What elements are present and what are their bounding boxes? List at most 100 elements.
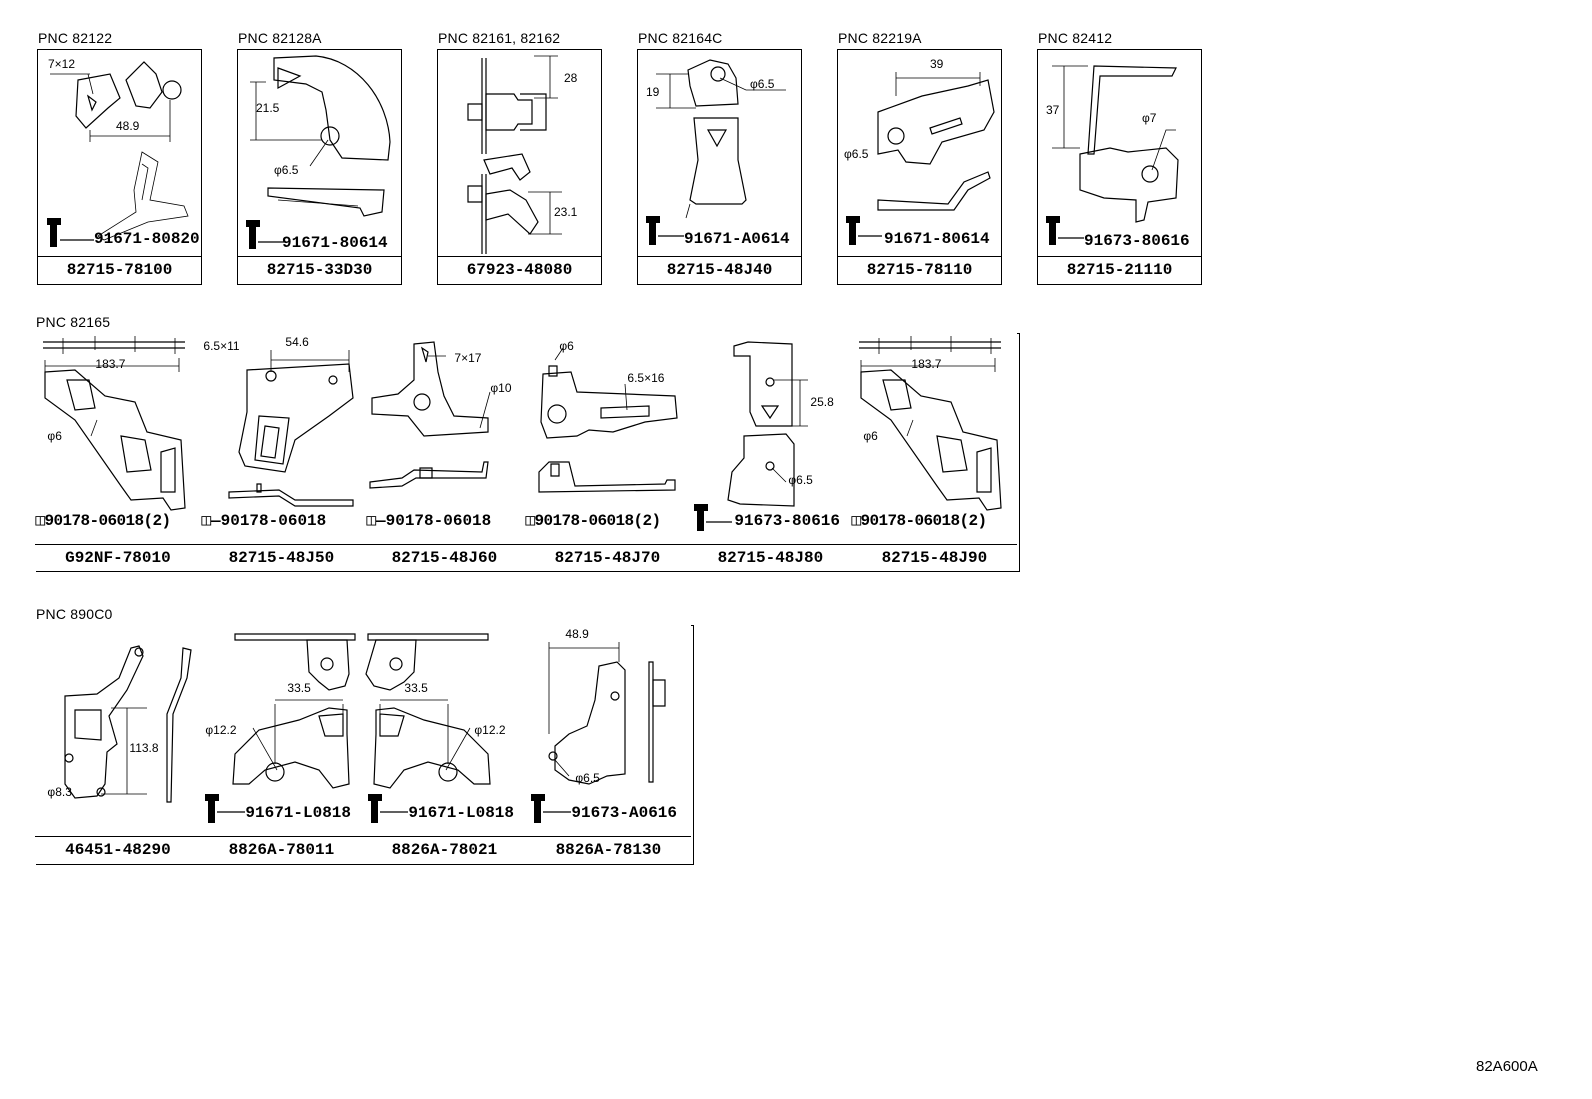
part-cell[interactable]: 48.9 φ6.5 91673-A0616 8826A-78130 — [525, 624, 692, 865]
part-cell[interactable]: 39 φ6.5 91671-80614 82715-78110 — [837, 49, 1002, 285]
dimension-label: φ6 — [559, 339, 574, 354]
pnc-label: PNC 82165 — [36, 314, 111, 330]
dimension-label: φ12.2 — [205, 723, 237, 738]
bracket-drawing — [646, 59, 786, 245]
fastener-label: 90178-06018(2) — [860, 512, 987, 531]
part-cell[interactable]: 183.7 φ6 ◫90178-06018(2) 82715-48J90 — [851, 332, 1018, 572]
part-cell[interactable]: 6.5×11 54.6 ◫—90178-06018 82715-48J50 — [199, 332, 365, 572]
fastener-part-number: 91673-80616 — [1084, 232, 1190, 250]
part-number: 82715-33D30 — [238, 256, 401, 284]
dimension-label: φ12.2 — [474, 723, 506, 738]
bolt-icon — [531, 794, 546, 824]
dimension-label: φ6.5 — [750, 77, 775, 91]
part-cell[interactable]: 21.5 φ6.5 91671-80614 82715-33D30 — [237, 49, 402, 285]
part-number: 82715-48J90 — [851, 544, 1018, 571]
fastener-label: 90178-06018 — [220, 512, 327, 531]
bolt-icon — [846, 216, 860, 245]
bracket-drawing — [1046, 65, 1179, 245]
fastener-part-number: ◫90178-06018(2) — [851, 512, 987, 531]
bracket-drawing — [246, 55, 391, 249]
dimension-label: 28 — [564, 71, 578, 85]
dimension-label: 39 — [930, 57, 944, 71]
bracket-drawing — [365, 633, 492, 824]
bracket-drawing — [694, 341, 809, 532]
dimension-label: 23.1 — [554, 205, 578, 219]
fastener-part-number: 91671-80820 — [94, 230, 200, 248]
nut-icon: ◫— — [366, 512, 386, 531]
dimension-label: 54.6 — [285, 335, 309, 350]
dimension-label: 113.8 — [129, 741, 159, 756]
dimension-label: φ8.3 — [47, 785, 72, 800]
dimension-label: φ7 — [1142, 111, 1157, 125]
dimension-label: φ6.5 — [274, 163, 299, 177]
dimension-label: 7×12 — [48, 57, 76, 71]
dimension-label: 37 — [1046, 103, 1060, 117]
illustration-code: 82A600A — [1476, 1058, 1538, 1075]
clamp-drawing — [467, 55, 562, 254]
nut-icon: ◫— — [201, 512, 221, 531]
dimension-label: 183.7 — [95, 357, 126, 372]
dimension-label: 48.9 — [565, 627, 589, 642]
fastener-part-number: ◫90178-06018(2) — [35, 512, 171, 531]
fastener-label: 90178-06018(2) — [534, 512, 661, 531]
bracket-drawing — [538, 348, 679, 494]
fastener-part-number: ◫—90178-06018 — [201, 512, 326, 530]
part-cell[interactable]: 183.7 φ6 ◫90178-06018(2) G92NF-78010 — [35, 332, 202, 572]
dimension-label: 33.5 — [404, 681, 428, 696]
dimension-label: 25.8 — [810, 395, 834, 410]
part-cell[interactable]: 113.8 φ8.3 46451-48290 — [35, 624, 202, 865]
fastener-label: 90178-06018 — [385, 512, 492, 531]
fastener-part-number: 91671-A0614 — [684, 230, 790, 248]
nut-icon: ◫ — [851, 512, 861, 531]
part-number: 67923-48080 — [438, 256, 601, 284]
dimension-label: φ10 — [490, 381, 512, 396]
fastener-part-number: 91671-80614 — [282, 234, 388, 252]
part-number: 82715-78110 — [838, 256, 1001, 284]
part-number: 82715-48J70 — [525, 544, 690, 571]
bracket-drawing — [47, 61, 189, 247]
fastener-part-number: 91673-A0616 — [571, 804, 678, 823]
pnc-label: PNC 82128A — [238, 30, 322, 46]
part-cell[interactable]: 7×12 48.9 91671-80820 82715-78100 — [37, 49, 202, 285]
part-number: 82715-48J60 — [362, 544, 527, 571]
bolt-icon — [646, 216, 660, 245]
part-cell[interactable]: 28 23.1 67923-48080 — [437, 49, 602, 285]
bracket-drawing — [205, 633, 356, 824]
nut-icon: ◫ — [525, 512, 535, 531]
part-cell[interactable]: 19 φ6.5 91671-A0614 82715-48J40 — [637, 49, 802, 285]
bolt-icon — [47, 218, 61, 247]
dimension-label: 183.7 — [911, 357, 942, 372]
part-cell[interactable]: 37 φ7 91673-80616 82715-21110 — [1037, 49, 1202, 285]
bracket-drawing — [228, 350, 355, 508]
pnc-label: PNC 82161, 82162 — [438, 30, 561, 46]
part-table: 113.8 φ8.3 46451-48290 33.5 φ12.2 91671-… — [35, 624, 694, 865]
bracket-drawing — [43, 336, 187, 512]
dimension-label: 21.5 — [256, 101, 280, 115]
part-number: 82715-21110 — [1038, 256, 1201, 284]
part-number: 82715-48J40 — [638, 256, 801, 284]
pnc-label: PNC 82412 — [1038, 30, 1113, 46]
bolt-icon — [1046, 216, 1060, 245]
dimension-label: φ6.5 — [575, 771, 600, 786]
part-cell[interactable]: 33.5 φ12.2 91671-L0818 8826A-78021 — [362, 624, 528, 865]
fastener-part-number: 91673-80616 — [734, 512, 841, 531]
part-cell[interactable]: 7×17 φ10 ◫—90178-06018 82715-48J60 — [362, 332, 528, 572]
fastener-label: 90178-06018(2) — [44, 512, 171, 531]
fastener-part-number: ◫90178-06018(2) — [525, 512, 661, 531]
dimension-label: 7×17 — [454, 351, 482, 366]
part-number: 8826A-78011 — [199, 836, 364, 864]
dimension-label: 6.5×16 — [627, 371, 665, 386]
pnc-label: PNC 82219A — [838, 30, 922, 46]
part-number: 46451-48290 — [35, 836, 201, 864]
dimension-label: 33.5 — [287, 681, 311, 696]
fastener-part-number: 91671-L0818 — [408, 804, 515, 823]
bolt-icon — [694, 504, 709, 532]
part-number: 82715-78100 — [38, 256, 201, 284]
part-cell[interactable]: φ6 6.5×16 ◫90178-06018(2) 82715-48J70 — [525, 332, 691, 572]
part-cell[interactable]: 33.5 φ12.2 91671-L0818 8826A-78011 — [199, 624, 365, 865]
bracket-drawing — [64, 645, 193, 804]
nut-icon: ◫ — [35, 512, 45, 531]
part-table: 183.7 φ6 ◫90178-06018(2) G92NF-78010 6.5… — [35, 332, 1020, 572]
part-cell[interactable]: 25.8 φ6.5 91673-80616 82715-48J80 — [688, 332, 854, 572]
bolt-icon — [368, 794, 383, 824]
